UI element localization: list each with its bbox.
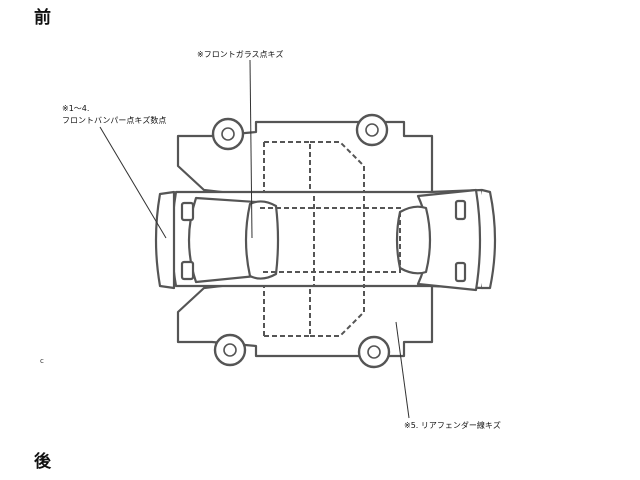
rear-label: 後 [34, 452, 51, 472]
car-top-view [154, 188, 497, 292]
annotation-leaders [99, 59, 410, 419]
annotation-front-bumper-line1: ※1～4. [62, 104, 90, 113]
annotation-front-bumper-line2: フロントバンパー点キズ数点 [62, 116, 167, 125]
leader-rear-fender [395, 321, 410, 419]
leader-front-glass [249, 59, 253, 239]
leader-front-bumper [99, 126, 167, 239]
car-side-top [176, 113, 434, 198]
annotation-rear-fender: ※5. リアフェンダー線キズ [404, 421, 501, 430]
front-label: 前 [34, 8, 51, 28]
car-side-bottom [176, 280, 434, 369]
annotation-front-glass: ※フロントガラス点キズ [197, 50, 284, 59]
c-mark: c [40, 357, 44, 365]
